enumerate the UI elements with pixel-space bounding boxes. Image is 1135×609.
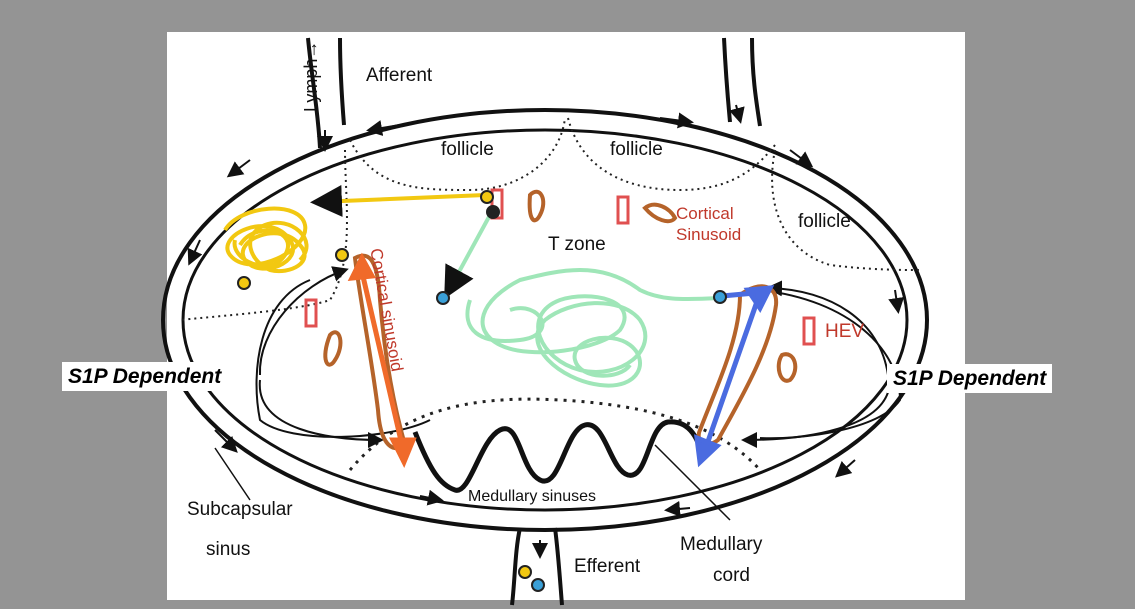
t-zone-label: T zone: [548, 235, 606, 254]
medullary-cord-label-line1: Medullary: [680, 535, 762, 554]
medullary-cords: [415, 422, 702, 490]
medullary-cord-label-line2: cord: [713, 566, 750, 585]
afferent-vessel-right: [724, 38, 760, 126]
lymph-label: Lymph→: [302, 41, 320, 112]
afferent-label: Afferent: [366, 66, 432, 85]
s1p-flow-right: [745, 288, 890, 440]
cortical-sinusoid-label-line2: Sinusoid: [676, 226, 741, 243]
medullary-sinuses-label: Medullary sinuses: [468, 489, 596, 505]
blue-migration-arrow: [697, 288, 770, 462]
small-sinusoid-4: [779, 354, 796, 381]
s1p-dependent-left: S1P Dependent: [62, 362, 227, 391]
small-sinusoid-3: [325, 332, 340, 364]
cortical-sinusoid-label-line1: Cortical: [676, 205, 734, 222]
subcapsular-label-line2: sinus: [206, 540, 250, 559]
s1p-dependent-right: S1P Dependent: [887, 364, 1052, 393]
medullary-cord-pointer: [655, 445, 730, 520]
efferent-vessel: [512, 528, 562, 605]
follicle-label-1: follicle: [441, 140, 494, 159]
cortical-sinusoid-right: [699, 286, 776, 444]
subcapsular-label-line1: Subcapsular: [187, 500, 293, 519]
small-sinusoid-1: [530, 192, 544, 220]
follicle-label-3: follicle: [798, 212, 851, 231]
follicle-label-2: follicle: [610, 140, 663, 159]
hev-label: HEV: [825, 322, 864, 341]
t-zone-boundary-right: [760, 290, 900, 438]
subcapsular-pointer: [215, 448, 250, 500]
small-sinusoid-2: [645, 205, 675, 221]
efferent-label: Efferent: [574, 557, 640, 576]
lymphocytes: [238, 191, 726, 591]
